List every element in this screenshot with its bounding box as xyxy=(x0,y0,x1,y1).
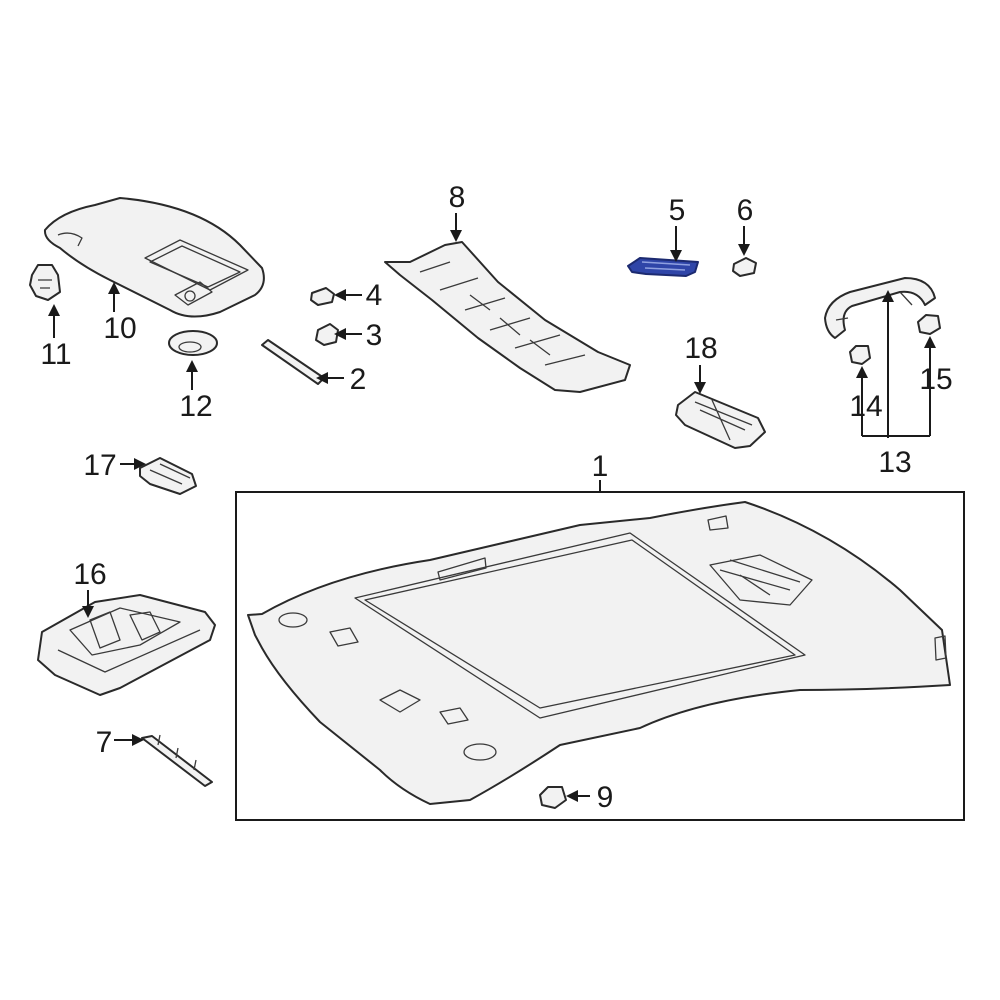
part-15-cap[interactable] xyxy=(917,314,941,335)
callout-17: 17 xyxy=(83,449,116,482)
part-4-clip[interactable] xyxy=(310,287,335,306)
part-1-headliner[interactable] xyxy=(247,501,951,805)
callout-18: 18 xyxy=(684,332,717,365)
callout-2: 2 xyxy=(350,363,367,396)
part-9-clip[interactable] xyxy=(539,786,567,809)
part-12-mount-cover[interactable] xyxy=(168,330,218,356)
part-7-strip[interactable] xyxy=(141,734,213,787)
callout-7: 7 xyxy=(96,726,113,759)
callout-15: 15 xyxy=(919,363,952,396)
part-5-bracket-highlighted[interactable] xyxy=(627,257,699,277)
part-2-rod[interactable] xyxy=(261,339,325,385)
callout-5: 5 xyxy=(669,194,686,227)
part-6-nut[interactable] xyxy=(732,257,757,277)
part-18-lamp[interactable] xyxy=(675,391,766,449)
callout-13: 13 xyxy=(878,446,911,479)
callout-14: 14 xyxy=(849,390,882,423)
callout-1: 1 xyxy=(592,450,609,483)
callout-16: 16 xyxy=(73,558,106,591)
callout-labels: 1 2 3 4 5 6 7 8 9 10 11 12 13 14 15 16 1… xyxy=(40,181,952,814)
callout-9: 9 xyxy=(597,781,614,814)
callout-8: 8 xyxy=(449,181,466,214)
callout-6: 6 xyxy=(737,194,754,227)
callout-12: 12 xyxy=(179,390,212,423)
part-8-trim-panel[interactable] xyxy=(384,241,631,393)
callout-10: 10 xyxy=(103,312,136,345)
callout-11: 11 xyxy=(40,338,71,371)
part-10-sun-visor[interactable] xyxy=(43,197,265,318)
part-16-overhead-console[interactable] xyxy=(37,594,216,696)
part-11-visor-clip[interactable] xyxy=(29,264,61,301)
callout-4: 4 xyxy=(366,279,383,312)
part-3-cap[interactable] xyxy=(315,323,339,346)
part-17-switch[interactable] xyxy=(139,457,197,495)
part-14-cap[interactable] xyxy=(849,345,871,365)
callout-3: 3 xyxy=(366,319,383,352)
part-13-grab-handle[interactable] xyxy=(824,277,936,339)
leader-lines xyxy=(48,213,936,802)
